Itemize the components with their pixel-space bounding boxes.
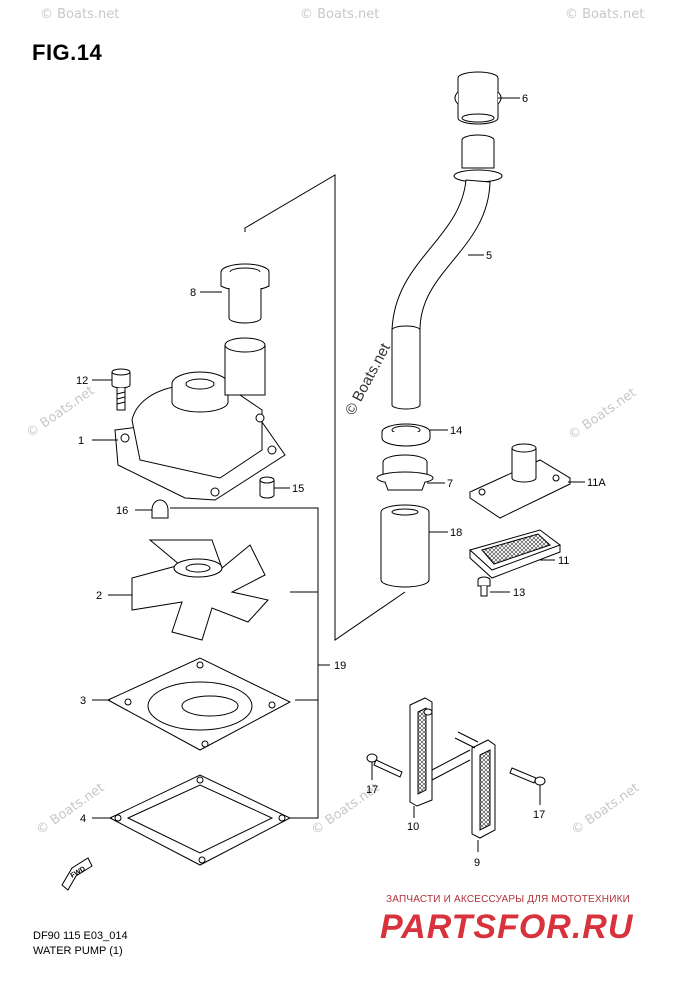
callout-2[interactable]: 2 (96, 590, 102, 602)
callout-11[interactable]: 11 (558, 555, 569, 567)
watermark: © Boats.net (24, 383, 98, 441)
watermark: © Boats.net (565, 7, 644, 22)
callout-18[interactable]: 18 (450, 527, 462, 539)
watermark: © Boats.net (566, 385, 640, 443)
watermark: © Boats.net (34, 780, 108, 838)
figure-code: DF90 115 E03_014 (33, 930, 128, 942)
callout-4[interactable]: 4 (80, 813, 86, 825)
part-15-pin[interactable] (259, 476, 275, 499)
part-16-key[interactable] (151, 499, 169, 519)
callout-8[interactable]: 8 (190, 287, 196, 299)
watermark: © Boats.net (300, 7, 379, 22)
callout-7[interactable]: 7 (447, 478, 453, 490)
part-7-collar[interactable] (376, 454, 434, 491)
advert-logo[interactable]: PARTSFOR.RU (380, 908, 634, 946)
figure-name: WATER PUMP (1) (33, 945, 123, 957)
callout-15[interactable]: 15 (292, 483, 304, 495)
part-17-screw-left[interactable] (366, 753, 403, 778)
part-3-plate[interactable] (106, 657, 292, 751)
callout-1[interactable]: 1 (78, 435, 84, 447)
part-1-pump-case[interactable] (114, 337, 286, 501)
fwd-arrow-icon: FWD (61, 857, 93, 891)
callout-3[interactable]: 3 (80, 695, 86, 707)
part-11a-cover[interactable] (468, 443, 572, 519)
callout-6[interactable]: 6 (522, 93, 528, 105)
callout-9[interactable]: 9 (474, 857, 480, 869)
watermark-group: © Boats.net © Boats.net © Boats.net © Bo… (24, 7, 645, 838)
bracket-19-lines (170, 174, 406, 819)
watermark: © Boats.net (40, 7, 119, 22)
part-9-holder[interactable] (454, 731, 496, 839)
figure-title: FIG.14 (32, 40, 103, 65)
callout-16[interactable]: 16 (116, 505, 128, 517)
part-6-grommet[interactable] (454, 71, 502, 125)
part-4-gasket[interactable] (108, 774, 292, 866)
part-18-sleeve[interactable] (380, 504, 430, 588)
callout-17-right[interactable]: 17 (533, 809, 545, 821)
callout-12[interactable]: 12 (76, 375, 88, 387)
callout-19[interactable]: 19 (334, 660, 346, 672)
part-2-impeller[interactable] (131, 539, 269, 641)
part-5-tube[interactable] (391, 134, 503, 410)
part-17-screw-right[interactable] (509, 767, 546, 786)
callout-13[interactable]: 13 (513, 587, 525, 599)
part-10-holder[interactable] (409, 697, 471, 807)
callout-17-left[interactable]: 17 (366, 784, 378, 796)
callout-5[interactable]: 5 (486, 250, 492, 262)
part-11-screen[interactable] (468, 529, 562, 579)
callout-11a[interactable]: 11A (587, 477, 606, 489)
advert-tagline[interactable]: ЗАПЧАСТИ И АКСЕССУАРЫ ДЛЯ МОТОТЕХНИКИ (386, 894, 631, 905)
part-13-screw[interactable] (477, 576, 491, 597)
part-8-guide[interactable] (220, 263, 270, 324)
callout-14[interactable]: 14 (450, 425, 462, 437)
callout-10[interactable]: 10 (407, 821, 419, 833)
watermark: © Boats.net (569, 780, 643, 838)
part-12-bolt[interactable] (111, 368, 131, 411)
part-14-ring[interactable] (381, 423, 431, 447)
